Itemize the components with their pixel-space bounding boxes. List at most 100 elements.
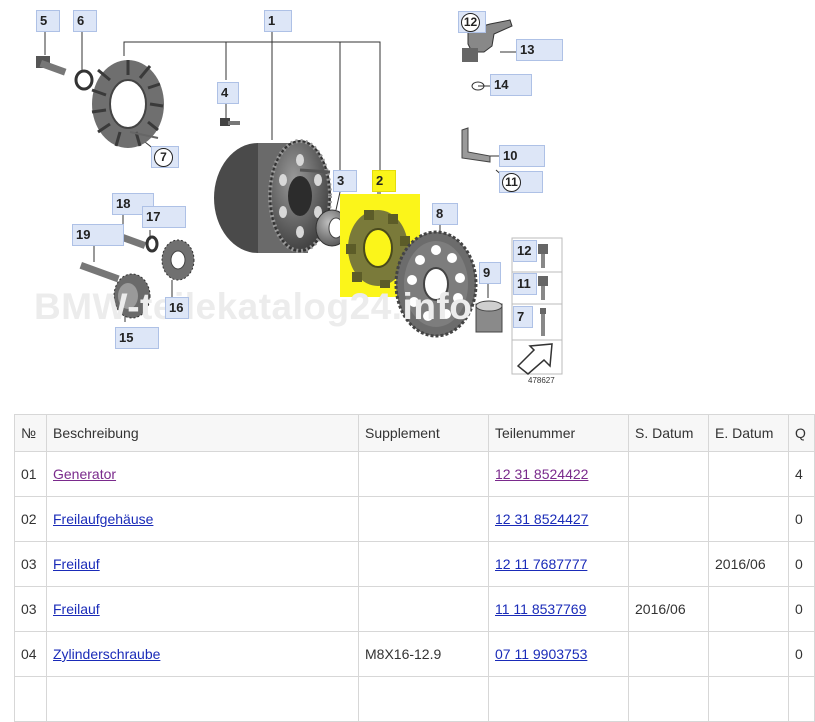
col-header-supplement: Supplement: [358, 414, 489, 452]
shaft-part-19: [79, 261, 120, 283]
table-row: 03 Freilauf 11 11 8537769 2016/06 0: [14, 586, 815, 632]
col-header-quantity: Q: [788, 414, 815, 452]
cell-end-date: [708, 586, 789, 632]
stator-part: [91, 60, 164, 148]
cell-no: [14, 676, 47, 722]
table-row: 03 Freilauf 12 11 7687777 2016/06 0: [14, 541, 815, 587]
callout-15[interactable]: 15: [115, 327, 159, 349]
callout-8[interactable]: 8: [432, 203, 458, 225]
callout-16[interactable]: 16: [165, 297, 189, 319]
cell-end-date: [708, 451, 789, 497]
freewheel-part-2: [346, 210, 410, 288]
part-number-link[interactable]: 12 31 8524422: [495, 466, 589, 482]
col-header-start-date: S. Datum: [628, 414, 709, 452]
callout-2[interactable]: 2: [372, 170, 396, 192]
cell-end-date: [708, 496, 789, 542]
cell-description: Generator: [46, 451, 359, 497]
col-header-part-number: Teilenummer: [488, 414, 629, 452]
part-number-link[interactable]: 12 11 7687777: [495, 556, 588, 572]
screw-part-4: [220, 118, 240, 126]
callout-14[interactable]: 14: [490, 74, 532, 96]
cell-quantity: 0: [788, 541, 815, 587]
part-number-link[interactable]: 07 11 9903753: [495, 646, 588, 662]
cell-description: [46, 676, 359, 722]
cell-part-number: 07 11 9903753: [488, 631, 629, 677]
cell-description: Freilauf: [46, 586, 359, 632]
holder-part-10: [461, 127, 491, 163]
callout-4[interactable]: 4: [217, 82, 239, 104]
cell-description: Freilaufgehäuse: [46, 496, 359, 542]
cell-part-number: 12 31 8524422: [488, 451, 629, 497]
callout-13[interactable]: 13: [516, 39, 563, 61]
gear-part-8: [394, 230, 478, 338]
callout-1[interactable]: 1: [264, 10, 292, 32]
cell-part-number: [488, 676, 629, 722]
callout-12[interactable]: 12: [458, 11, 486, 33]
description-link[interactable]: Generator: [53, 466, 117, 482]
cell-no: 03: [14, 541, 47, 587]
cell-description: Zylinderschraube: [46, 631, 359, 677]
callout-18[interactable]: 18: [112, 193, 154, 215]
cell-quantity: 4: [788, 451, 815, 497]
cell-start-date: [628, 631, 709, 677]
callout-9[interactable]: 9: [479, 262, 501, 284]
cell-no: 02: [14, 496, 47, 542]
cell-part-number: 12 31 8524427: [488, 496, 629, 542]
oring-part-14: [471, 81, 485, 91]
cell-quantity: 0: [788, 496, 815, 542]
col-header-end-date: E. Datum: [708, 414, 789, 452]
gear-part-16: [161, 239, 195, 281]
cell-end-date: [708, 631, 789, 677]
callout-side-7[interactable]: 7: [513, 306, 533, 328]
table-row: 04 Zylinderschraube M8X16-12.9 07 11 990…: [14, 631, 815, 677]
cell-no: 01: [14, 451, 47, 497]
cell-start-date: [628, 541, 709, 587]
callout-17[interactable]: 17: [142, 206, 186, 228]
washer-part-17: [145, 235, 159, 253]
table-row: 01 Generator 12 31 8524422 4: [14, 451, 815, 497]
callout-6[interactable]: 6: [73, 10, 97, 32]
callout-5[interactable]: 5: [36, 10, 60, 32]
callout-side-11[interactable]: 11: [513, 273, 537, 295]
description-link[interactable]: Zylinderschraube: [53, 646, 161, 662]
cell-supplement: [358, 676, 489, 722]
parts-table: № Beschreibung Supplement Teilenummer S.…: [14, 414, 815, 722]
cell-start-date: [628, 451, 709, 497]
parts-diagram: BMW-teilekatalog24.info 5 6 1 4 7 3 2 8 …: [34, 10, 563, 385]
description-link[interactable]: Freilauf: [53, 556, 100, 572]
description-link[interactable]: Freilaufgehäuse: [53, 511, 154, 527]
table-row: [14, 676, 815, 722]
col-header-no: №: [14, 414, 47, 452]
callout-7[interactable]: 7: [151, 146, 179, 168]
washer-part-6: [74, 69, 94, 91]
col-header-description: Beschreibung: [46, 414, 359, 452]
callout-3[interactable]: 3: [333, 170, 357, 192]
table-row: 02 Freilaufgehäuse 12 31 8524427 0: [14, 496, 815, 542]
callout-side-12[interactable]: 12: [513, 240, 537, 262]
watermark: BMW-teilekatalog24.info: [34, 286, 473, 327]
generator-rotor-part: [214, 139, 332, 253]
cell-quantity: 0: [788, 631, 815, 677]
image-number: 478627: [528, 376, 555, 385]
part-number-link[interactable]: 12 31 8524427: [495, 511, 589, 527]
cell-quantity: 0: [788, 586, 815, 632]
cell-no: 04: [14, 631, 47, 677]
bolt-part-5: [36, 56, 67, 76]
gear-part-15: [113, 273, 151, 319]
cell-start-date: [628, 676, 709, 722]
exploded-view-drawing: [36, 19, 563, 375]
cell-start-date: [628, 496, 709, 542]
cell-supplement: M8X16-12.9: [358, 631, 489, 677]
callout-11[interactable]: 11: [499, 171, 543, 193]
cell-description: Freilauf: [46, 541, 359, 587]
part-number-link[interactable]: 11 11 8537769: [495, 601, 587, 617]
cell-supplement: [358, 586, 489, 632]
callout-19[interactable]: 19: [72, 224, 124, 246]
description-link[interactable]: Freilauf: [53, 601, 100, 617]
direction-arrow-icon: [516, 343, 553, 375]
cell-supplement: [358, 496, 489, 542]
callout-10[interactable]: 10: [499, 145, 545, 167]
cell-part-number: 12 11 7687777: [488, 541, 629, 587]
table-header-row: № Beschreibung Supplement Teilenummer S.…: [14, 414, 815, 452]
cell-quantity: [788, 676, 815, 722]
